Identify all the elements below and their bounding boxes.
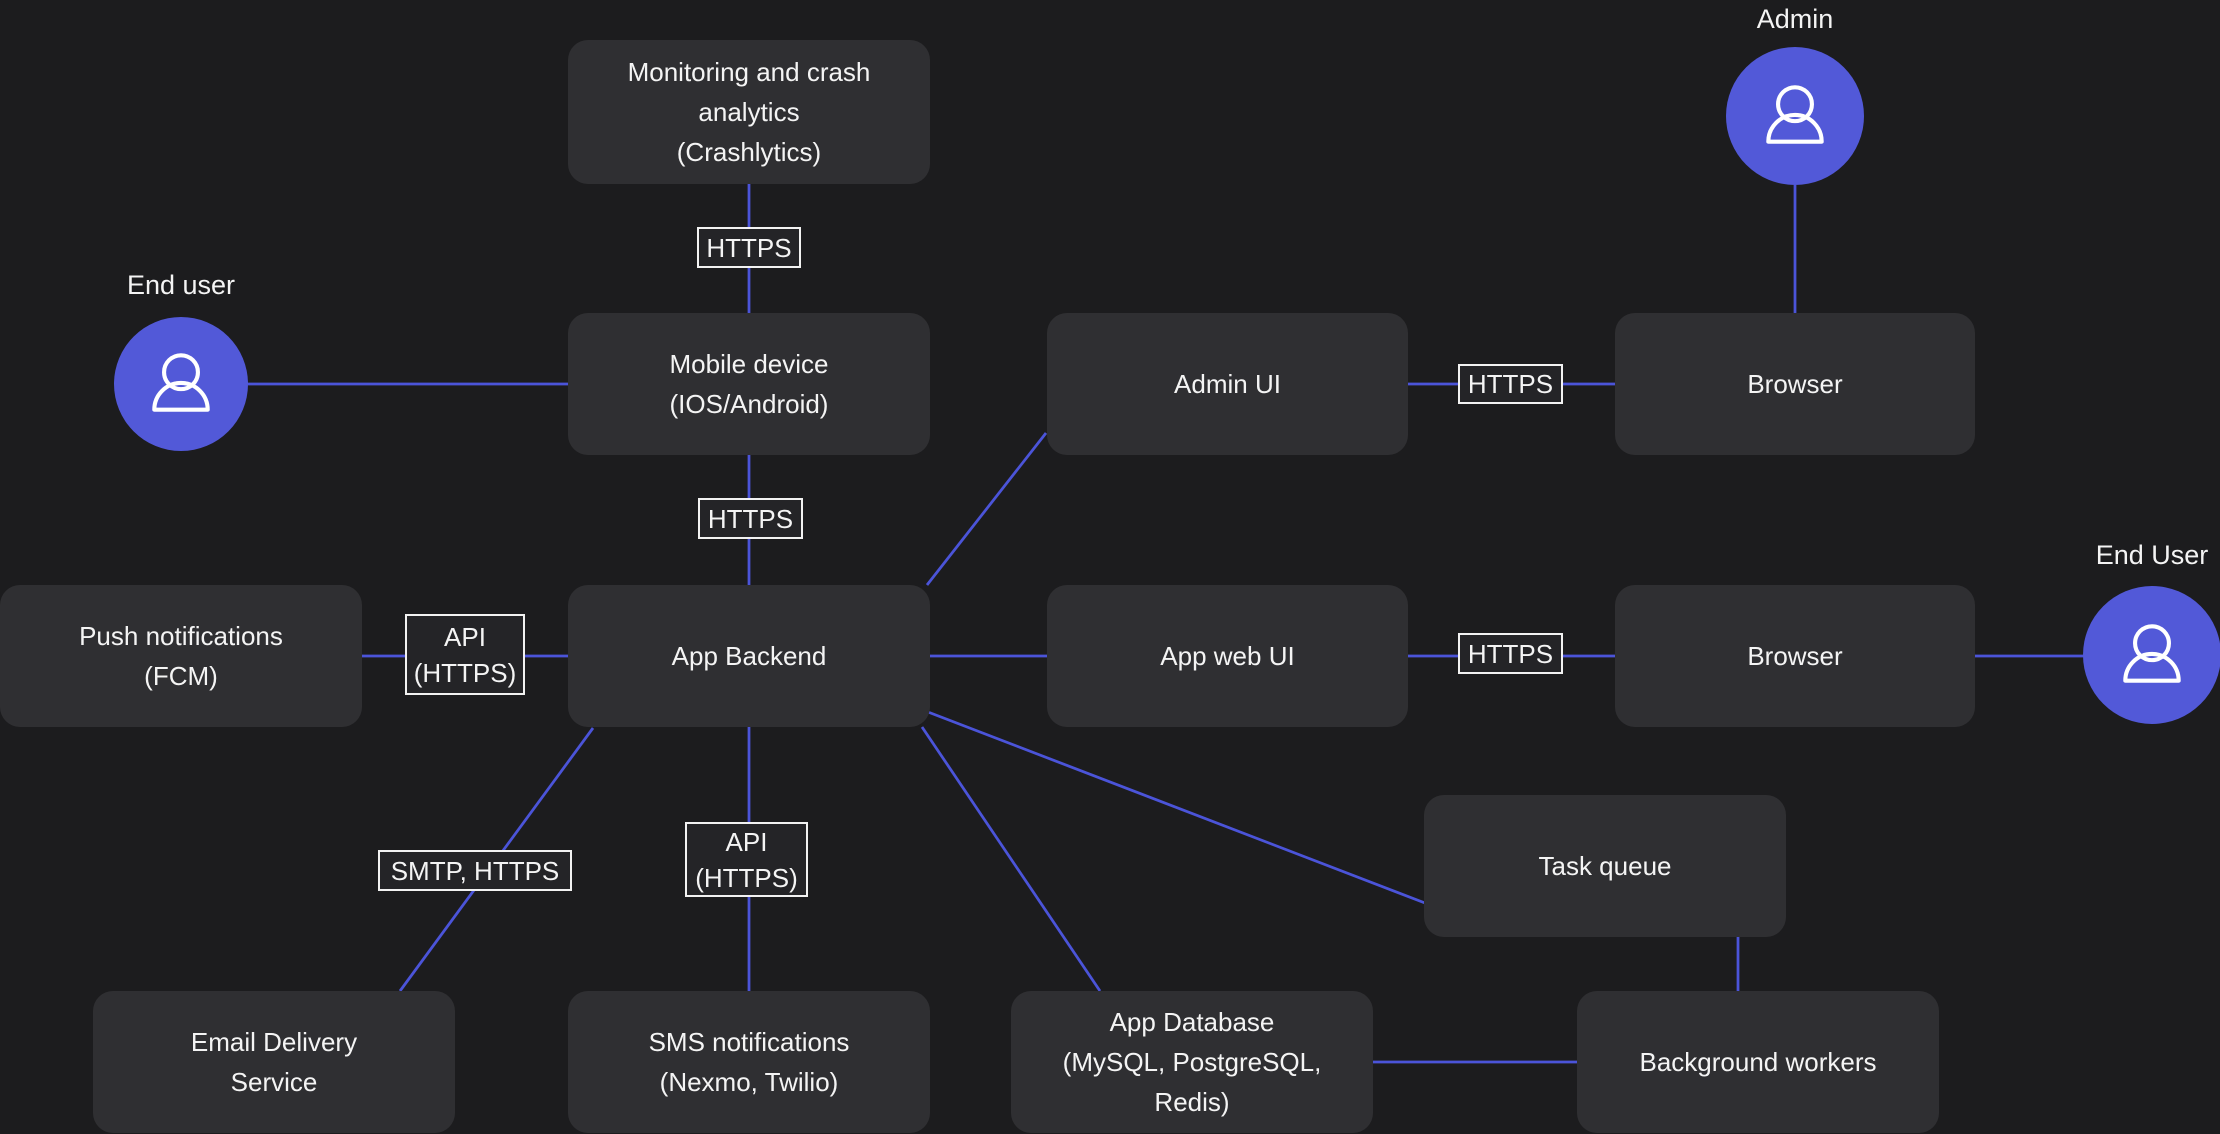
edge-backend-to-database: [920, 726, 1102, 992]
node-task-queue[interactable]: Task queue: [1424, 795, 1786, 937]
node-browser-middle[interactable]: Browser: [1615, 585, 1975, 727]
user-icon: [152, 353, 210, 412]
actor-end-user-right[interactable]: [2083, 586, 2220, 724]
edge-label-api-https-backend-sms[interactable]: API (HTTPS): [685, 822, 808, 897]
edge-label-text: SMTP, HTTPS: [390, 855, 560, 886]
node-label: Email Delivery Service: [190, 1027, 358, 1097]
edge-label-https-webui-browser[interactable]: HTTPS: [1458, 633, 1563, 674]
node-label: Push notifications (FCM): [79, 621, 283, 691]
node-label: Browser: [1747, 369, 1843, 399]
edge-label-https-monitoring-mobile[interactable]: HTTPS: [697, 227, 801, 268]
node-admin-ui[interactable]: Admin UI: [1047, 313, 1408, 455]
edge-label-text: HTTPS: [707, 503, 794, 534]
node-label: Browser: [1747, 641, 1843, 671]
node-label: Mobile device (IOS/Android): [669, 349, 829, 419]
node-label: App Backend: [671, 641, 827, 671]
node-label: SMS notifications (Nexmo, Twilio): [648, 1027, 850, 1097]
node-email-delivery[interactable]: Email Delivery Service: [93, 991, 455, 1133]
edge-label-smtp-https-backend-email[interactable]: SMTP, HTTPS: [378, 850, 572, 891]
user-icon: [2123, 624, 2181, 683]
edge-label-text: HTTPS: [1467, 638, 1554, 669]
node-push-notifications[interactable]: Push notifications (FCM): [0, 585, 362, 727]
node-app-backend[interactable]: App Backend: [568, 585, 930, 727]
node-label: App Database (MySQL, PostgreSQL, Redis): [1062, 1007, 1322, 1117]
actor-admin[interactable]: [1726, 47, 1864, 185]
edge-backend-to-taskqueue: [927, 710, 1426, 905]
node-label: Monitoring and crash analytics (Crashlyt…: [627, 57, 871, 167]
actor-label-end-user-left: End user: [126, 270, 236, 300]
node-app-web-ui[interactable]: App web UI: [1047, 585, 1408, 727]
node-label: Background workers: [1639, 1047, 1877, 1077]
edge-label-text: HTTPS: [706, 232, 792, 263]
edge-label-https-adminui-browser[interactable]: HTTPS: [1458, 364, 1563, 404]
edge-label-api-https-push-backend[interactable]: API (HTTPS): [405, 614, 525, 695]
actor-end-user-left[interactable]: [114, 317, 248, 451]
edge-label-text: HTTPS: [1467, 369, 1554, 399]
actor-label-end-user-right: End User: [2095, 540, 2209, 570]
node-background-workers[interactable]: Background workers: [1577, 991, 1939, 1133]
node-browser-top[interactable]: Browser: [1615, 313, 1975, 455]
node-mobile-device[interactable]: Mobile device (IOS/Android): [568, 313, 930, 455]
node-app-database[interactable]: App Database (MySQL, PostgreSQL, Redis): [1011, 991, 1373, 1133]
node-monitoring[interactable]: Monitoring and crash analytics (Crashlyt…: [568, 40, 930, 184]
actor-label-admin: Admin: [1756, 4, 1834, 34]
node-label: App web UI: [1160, 641, 1295, 671]
node-label: Task queue: [1538, 851, 1672, 881]
node-sms-notifications[interactable]: SMS notifications (Nexmo, Twilio): [568, 991, 930, 1133]
edge-label-text: API (HTTPS): [695, 826, 798, 893]
edge-label-https-mobile-backend[interactable]: HTTPS: [698, 498, 803, 539]
user-icon: [1766, 85, 1824, 144]
node-label: Admin UI: [1174, 369, 1281, 399]
edge-label-text: API (HTTPS): [413, 621, 517, 688]
edge-backend-to-adminui: [925, 432, 1048, 586]
